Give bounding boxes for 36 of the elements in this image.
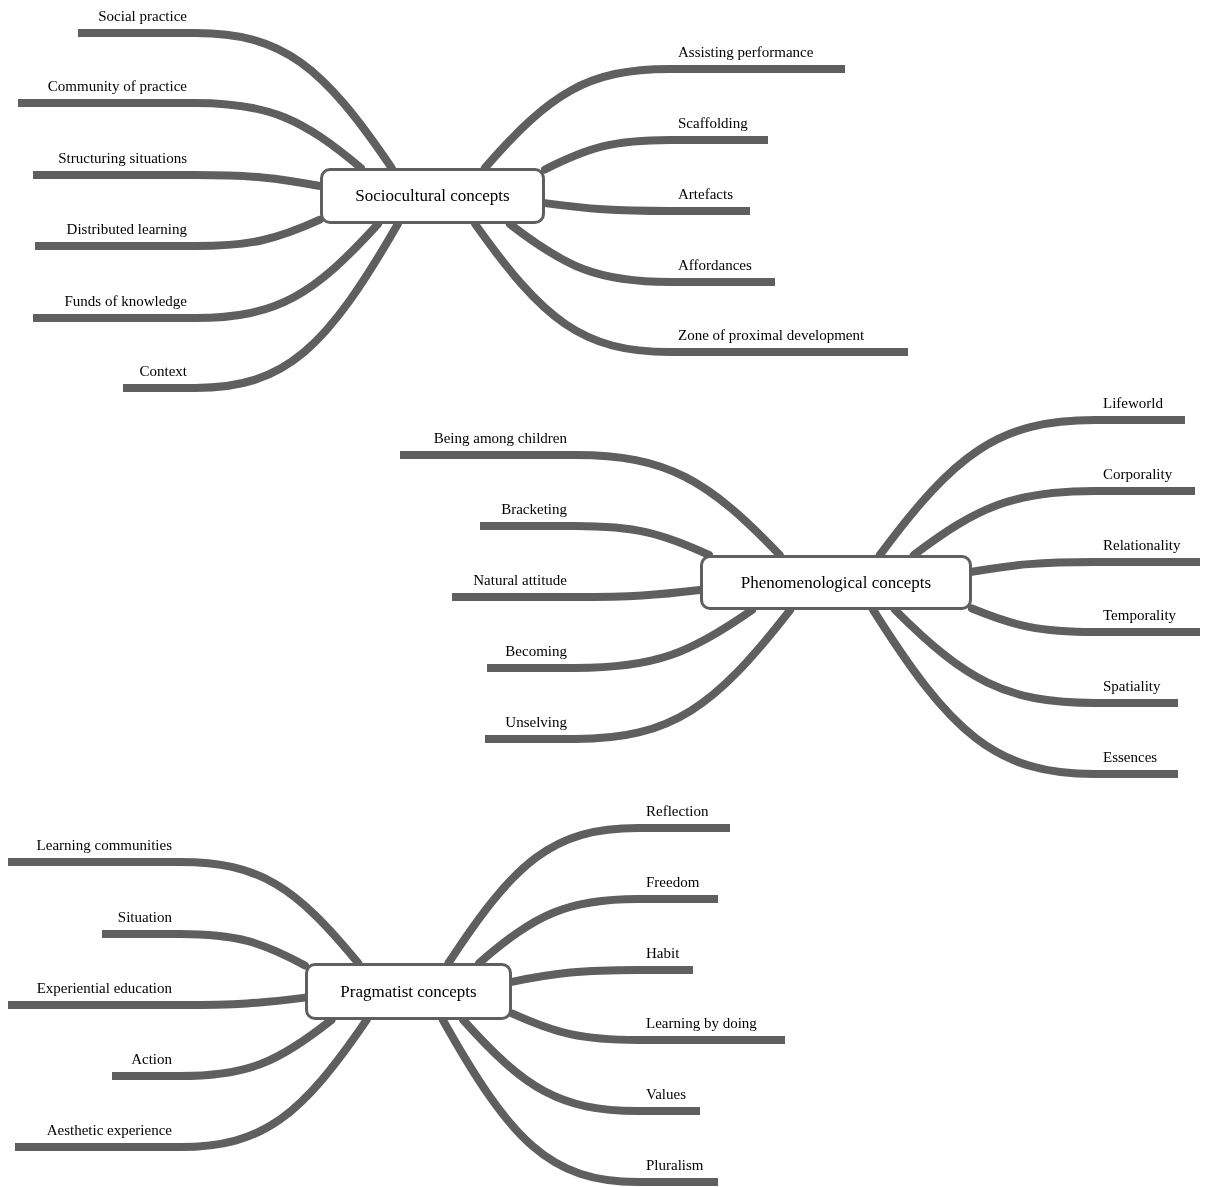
topic-label: Learning by doing (638, 1012, 785, 1044)
topic-label: Situation (102, 906, 180, 938)
topic-label: Freedom (638, 871, 718, 903)
topic-label: Pluralism (638, 1154, 718, 1186)
topic-label: Habit (638, 942, 693, 974)
topic-label: Social practice (78, 5, 195, 37)
topic-label: Bracketing (480, 498, 575, 530)
topic-label: Corporality (1095, 463, 1195, 495)
topic-label: Unselving (485, 711, 575, 743)
topic-label: Structuring situations (33, 147, 195, 179)
topic-label: Becoming (487, 640, 575, 672)
topic-label: Values (638, 1083, 700, 1115)
topic-label: Assisting performance (670, 41, 845, 73)
concept-box: Phenomenological concepts (700, 555, 972, 610)
topic-label: Context (123, 360, 195, 392)
topic-label: Spatiality (1095, 675, 1178, 707)
topic-label: Essences (1095, 746, 1178, 778)
topic-label: Scaffolding (670, 112, 768, 144)
concept-box: Sociocultural concepts (320, 168, 545, 224)
topic-label: Learning communities (8, 834, 180, 866)
topic-label: Affordances (670, 254, 775, 286)
topic-label: Artefacts (670, 183, 750, 215)
topic-label: Temporality (1095, 604, 1200, 636)
topic-label: Aesthetic experience (15, 1119, 180, 1151)
topic-label: Reflection (638, 800, 730, 832)
topic-label: Community of practice (18, 75, 195, 107)
topic-label: Zone of proximal development (670, 324, 908, 356)
topic-label: Distributed learning (35, 218, 195, 250)
concept-box: Pragmatist concepts (305, 963, 512, 1020)
topic-label: Experiential education (8, 977, 180, 1009)
topic-label: Funds of knowledge (33, 290, 195, 322)
topic-label: Being among children (400, 427, 575, 459)
topic-label: Natural attitude (452, 569, 575, 601)
topic-label: Lifeworld (1095, 392, 1185, 424)
topic-label: Action (112, 1048, 180, 1080)
topic-label: Relationality (1095, 534, 1200, 566)
